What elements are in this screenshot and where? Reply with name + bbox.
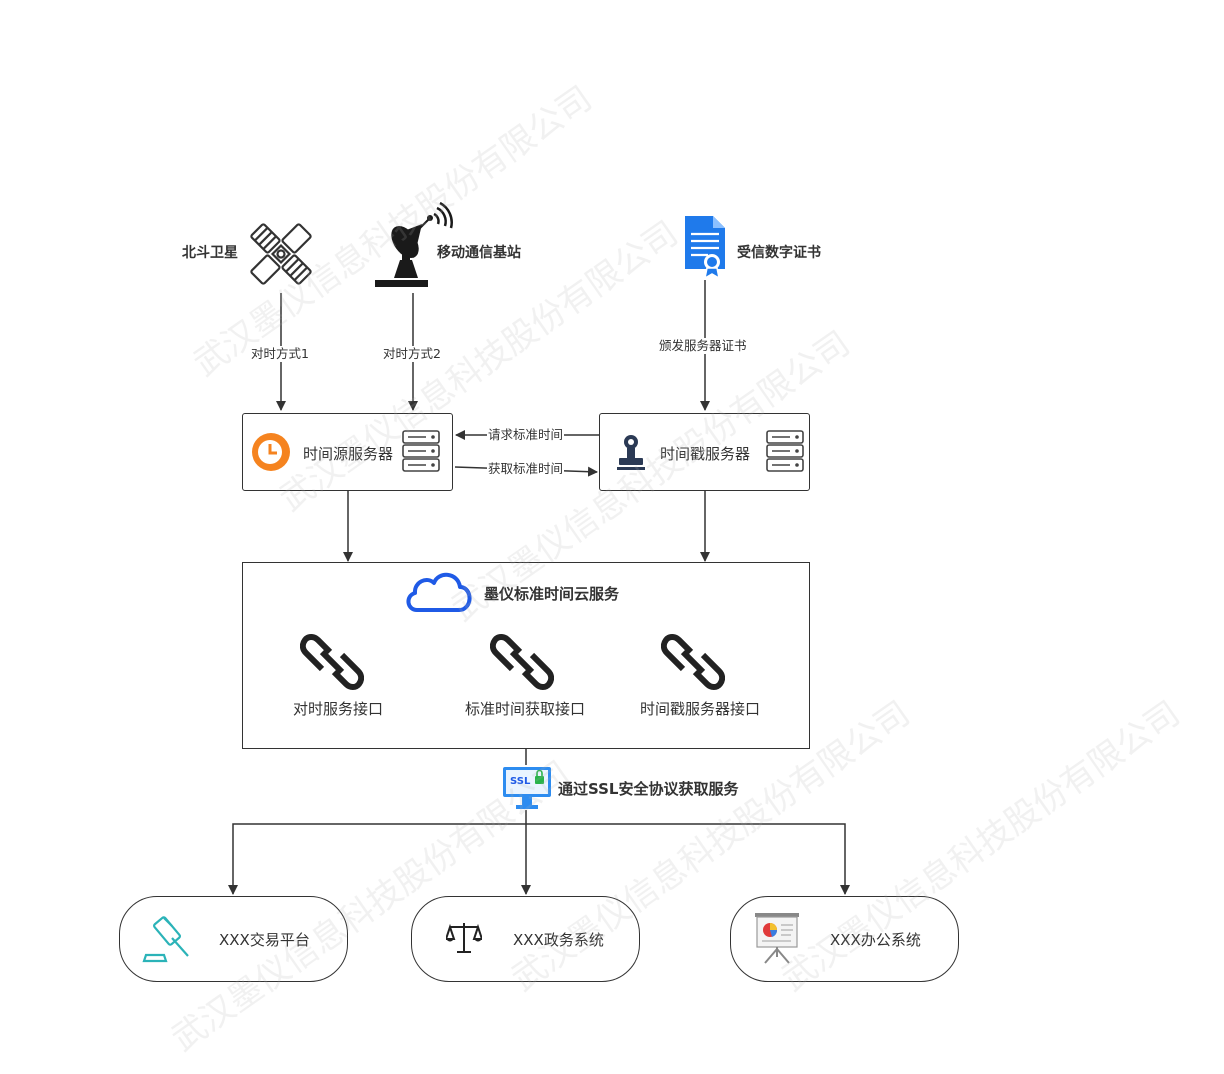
stamp-icon	[616, 434, 646, 472]
edge-ssl-to-trading	[228, 823, 526, 895]
clock-icon	[251, 432, 291, 472]
api-standard-time: 标准时间获取接口	[465, 700, 586, 718]
edge-label-request-time: 请求标准时间	[487, 427, 565, 443]
api-time-sync: 对时服务接口	[293, 700, 384, 718]
edge-label-sync1: 对时方式1	[250, 346, 310, 362]
time-source-server-label: 时间源服务器	[303, 445, 394, 463]
time-source-server-node[interactable]: 时间源服务器	[242, 413, 453, 491]
gavel-icon	[142, 915, 194, 965]
client-label: XXX政务系统	[513, 931, 604, 949]
antenna-icon	[372, 201, 454, 290]
link-icon	[660, 630, 726, 694]
edge-label-sync2: 对时方式2	[382, 346, 442, 362]
client-office-system[interactable]: XXX办公系统	[730, 896, 959, 982]
client-label: XXX办公系统	[830, 931, 921, 949]
cloud-service-container	[242, 562, 810, 749]
timestamp-server-node[interactable]: 时间戳服务器	[599, 413, 810, 491]
edge-label-issue-cert: 颁发服务器证书	[658, 338, 748, 354]
edge-ssl-to-office	[526, 823, 850, 895]
ssl-label: 通过SSL安全协议获取服务	[558, 780, 739, 798]
link-icon	[489, 630, 555, 694]
client-trading-platform[interactable]: XXX交易平台	[119, 896, 348, 982]
api-timestamp-server: 时间戳服务器接口	[640, 700, 761, 718]
edge-label-get-time: 获取标准时间	[487, 461, 565, 477]
cloud-service-title: 墨仪标准时间云服务	[484, 585, 620, 603]
server-rack-icon	[766, 430, 804, 472]
satellite-icon	[243, 218, 319, 290]
beidou-label: 北斗卫星	[182, 245, 238, 261]
trusted-cert-label: 受信数字证书	[737, 245, 821, 261]
ssl-badge: SSL	[510, 776, 531, 787]
link-icon	[299, 630, 365, 694]
timestamp-server-label: 时间戳服务器	[660, 445, 751, 463]
client-label: XXX交易平台	[219, 931, 310, 949]
mobile-station-label: 移动通信基站	[437, 245, 521, 261]
server-rack-icon	[402, 430, 440, 472]
scale-icon	[444, 921, 484, 955]
presentation-board-icon	[753, 911, 801, 965]
ssl-monitor-icon: SSL	[502, 765, 552, 813]
client-government-system[interactable]: XXX政务系统	[411, 896, 640, 982]
cloud-icon	[403, 566, 473, 616]
certificate-icon	[682, 214, 728, 280]
